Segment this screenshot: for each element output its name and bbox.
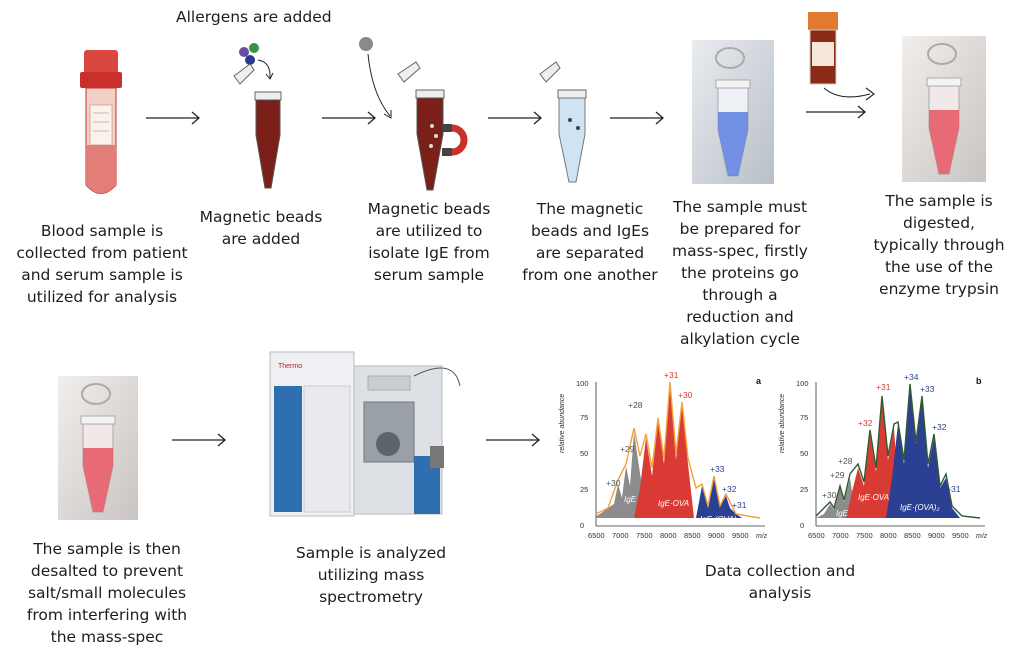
- svg-text:IgE: IgE: [624, 495, 637, 504]
- separated-tube-image: [539, 61, 587, 183]
- svg-text:+31: +31: [732, 500, 747, 510]
- svg-text:+29: +29: [620, 444, 635, 454]
- svg-text:50: 50: [800, 449, 808, 458]
- svg-text:+32: +32: [858, 418, 873, 428]
- svg-text:0: 0: [800, 521, 804, 530]
- spectrum-panel-a: relative abundance 0 25 50 75 100 +30 +2…: [559, 370, 768, 540]
- arrow-6: [172, 433, 226, 447]
- svg-text:+32: +32: [722, 484, 737, 494]
- digested-tube-photo: [902, 36, 986, 182]
- trypsin-vial-image: [808, 12, 875, 101]
- arrow-4: [610, 111, 664, 125]
- svg-text:8500: 8500: [904, 531, 921, 540]
- magnet-tube-image: [359, 37, 468, 191]
- svg-text:IgE·(OVA)₂: IgE·(OVA)₂: [900, 503, 940, 512]
- allergens-note: Allergens are added: [176, 8, 332, 26]
- arrow-5: [806, 105, 866, 119]
- svg-text:8000: 8000: [660, 531, 677, 540]
- arrow-7: [486, 433, 540, 447]
- arrow-2: [322, 111, 376, 125]
- svg-text:75: 75: [800, 413, 808, 422]
- svg-text:IgE·OVA: IgE·OVA: [658, 499, 689, 508]
- svg-text:25: 25: [800, 485, 808, 494]
- y-axis-label-a: relative abundance: [559, 394, 566, 453]
- mass-spectra-figure: relative abundance 0 25 50 75 100 +30 +2…: [559, 370, 988, 540]
- svg-text:+33: +33: [920, 384, 935, 394]
- svg-text:+30: +30: [678, 390, 693, 400]
- mass-spectrometer-image: Thermo: [269, 351, 461, 517]
- reduction-tube-photo: [692, 40, 774, 184]
- svg-text:6500: 6500: [588, 531, 605, 540]
- svg-text:9500: 9500: [952, 531, 969, 540]
- svg-text:8500: 8500: [684, 531, 701, 540]
- arrow-3: [488, 111, 542, 125]
- svg-text:25: 25: [580, 485, 588, 494]
- svg-text:0: 0: [580, 521, 584, 530]
- instrument-brand-label: Thermo: [278, 363, 302, 370]
- svg-text:+31: +31: [876, 382, 891, 392]
- beads-added-tube-image: [233, 43, 282, 189]
- svg-text:+30: +30: [822, 490, 837, 500]
- svg-text:50: 50: [580, 449, 588, 458]
- svg-text:m/z: m/z: [976, 533, 988, 540]
- svg-text:9000: 9000: [928, 531, 945, 540]
- arrow-1: [146, 111, 200, 125]
- svg-text:7500: 7500: [856, 531, 873, 540]
- svg-text:m/z: m/z: [756, 533, 768, 540]
- svg-text:IgE·(OVA)₂: IgE·(OVA)₂: [700, 515, 740, 524]
- svg-text:IgE·OVA: IgE·OVA: [858, 493, 889, 502]
- svg-text:7000: 7000: [612, 531, 629, 540]
- svg-text:+32: +32: [932, 422, 947, 432]
- desalted-tube-photo: [58, 376, 138, 520]
- svg-text:IgE: IgE: [836, 509, 849, 518]
- svg-text:+28: +28: [838, 456, 853, 466]
- svg-text:+29: +29: [830, 470, 845, 480]
- svg-text:100: 100: [576, 379, 589, 388]
- svg-text:9500: 9500: [732, 531, 749, 540]
- svg-text:75: 75: [580, 413, 588, 422]
- panel-a-label: a: [756, 376, 762, 386]
- svg-text:+31: +31: [664, 370, 679, 380]
- blood-tube-image: [80, 50, 122, 194]
- svg-text:+30: +30: [606, 478, 621, 488]
- spectrum-panel-b: relative abundance 0 25 50 75 100 +30 +2…: [779, 372, 988, 540]
- svg-text:6500: 6500: [808, 531, 825, 540]
- svg-text:8000: 8000: [880, 531, 897, 540]
- svg-text:+33: +33: [710, 464, 725, 474]
- svg-text:+34: +34: [904, 372, 919, 382]
- svg-text:9000: 9000: [708, 531, 725, 540]
- svg-text:+31: +31: [946, 484, 961, 494]
- y-axis-label-b: relative abundance: [779, 394, 786, 453]
- panel-b-label: b: [976, 376, 982, 386]
- svg-text:7000: 7000: [832, 531, 849, 540]
- svg-text:7500: 7500: [636, 531, 653, 540]
- svg-text:100: 100: [796, 379, 809, 388]
- svg-text:+28: +28: [628, 400, 643, 410]
